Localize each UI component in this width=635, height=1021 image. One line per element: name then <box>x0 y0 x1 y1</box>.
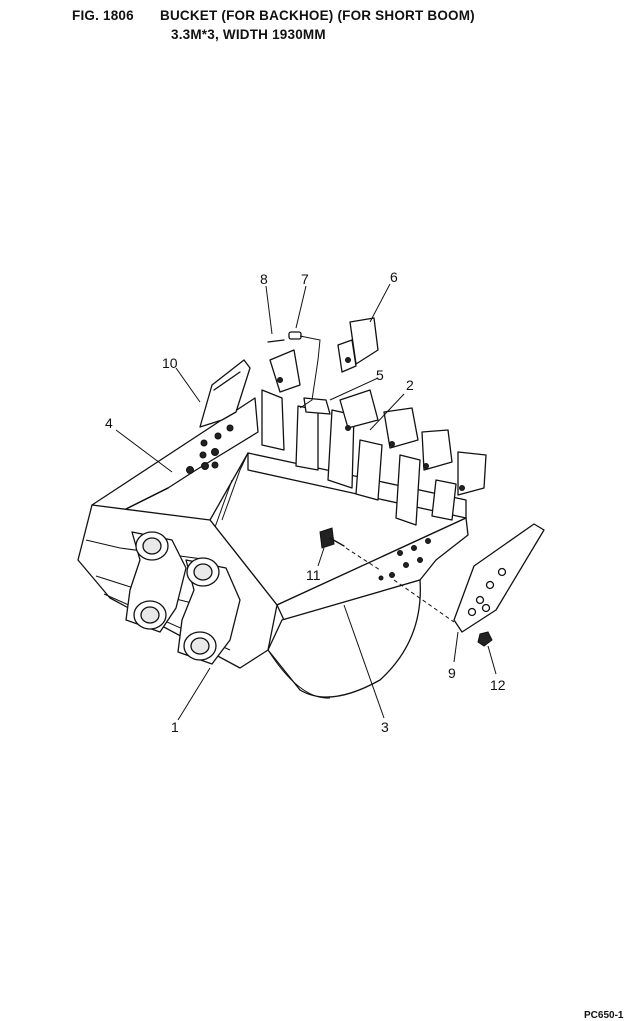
figure-title: BUCKET (FOR BACKHOE) (FOR SHORT BOOM) <box>160 8 475 23</box>
side-cutter-left <box>199 359 251 428</box>
callout-2: 2 <box>406 377 414 393</box>
callout-12: 12 <box>490 677 506 693</box>
pin-and-lock <box>267 331 321 409</box>
nut <box>477 631 493 647</box>
tooth-adapters <box>261 349 487 526</box>
callout-3: 3 <box>381 719 389 735</box>
callout-11: 11 <box>306 567 321 583</box>
hinge-bracket <box>125 531 241 665</box>
callout-5: 5 <box>376 367 384 383</box>
side-cutter-right <box>453 523 545 633</box>
leader-lines <box>115 283 497 721</box>
tooth-point <box>337 317 379 373</box>
callout-4: 4 <box>105 415 113 431</box>
page-code: PC650-1 <box>584 1010 624 1021</box>
callout-9: 9 <box>448 665 456 681</box>
callout-6: 6 <box>390 269 398 285</box>
callout-7: 7 <box>301 271 309 287</box>
callout-8: 8 <box>260 271 268 287</box>
callout-10: 10 <box>162 355 178 371</box>
bolt <box>319 527 455 623</box>
side-plate-left <box>91 397 259 513</box>
figure-subtitle: 3.3M*3, WIDTH 1930MM <box>171 27 326 42</box>
figure-number: FIG. 1806 <box>72 8 134 23</box>
callout-1: 1 <box>171 719 179 735</box>
